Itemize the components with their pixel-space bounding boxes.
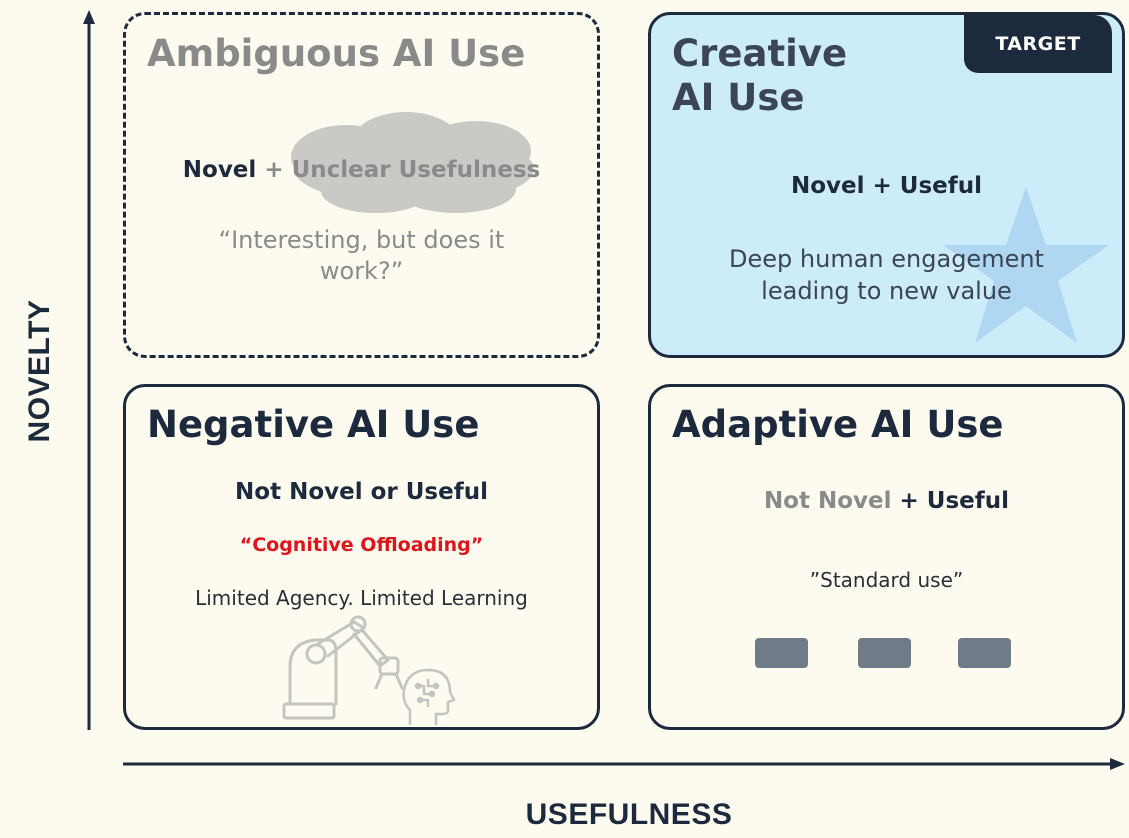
standard-block [958, 638, 1011, 668]
not-novel-text: Not Novel [763, 488, 892, 514]
quadrant-negative: Negative AI Use Not Novel or Useful “Cog… [123, 384, 600, 730]
cloud-icon [291, 112, 534, 213]
quadrant-subtitle: Not Novel or Useful [235, 479, 488, 505]
target-badge: TARGET [964, 15, 1112, 73]
x-axis-label: USEFULNESS [525, 798, 733, 831]
quadrant-subtitle: Not Novel + Useful [651, 488, 1122, 514]
quadrant-description: ”Standard use” [809, 568, 964, 592]
standard-block [858, 638, 911, 668]
quadrant-description: “Interesting, but does it work?” [218, 226, 505, 286]
cognitive-offloading-text: “Cognitive Offloading” [239, 534, 484, 556]
quadrant-description: Deep human engagement leading to new val… [729, 245, 1044, 306]
useful-text: + Useful [899, 488, 1010, 514]
novel-text: Novel [182, 157, 257, 183]
quadrant-title: Creative AI Use [672, 32, 847, 121]
quadrant-title: Negative AI Use [147, 403, 480, 446]
quadrant-description: Limited Agency. Limited Learning [195, 586, 528, 610]
title-line-1: Creative [672, 32, 848, 75]
star-icon [943, 187, 1109, 343]
unclear-usefulness-text: + Unclear Usefulness [264, 157, 541, 183]
quadrant-subtitle: Novel + Useful [790, 173, 983, 199]
quadrant-ambiguous: Ambiguous AI Use Novel + Unclear Usefuln… [123, 12, 600, 358]
x-axis-arrow [123, 758, 1125, 770]
standard-block [755, 638, 808, 668]
y-axis-arrow [83, 10, 95, 730]
quadrant-adaptive: Adaptive AI Use Not Novel + Useful ”Stan… [648, 384, 1125, 730]
quadrant-subtitle: Novel + Unclear Usefulness [126, 157, 597, 183]
robot-arm-icon [282, 615, 404, 720]
brain-head-icon [402, 668, 456, 726]
title-line-2: AI Use [672, 76, 805, 120]
quadrant-creative: Creative AI Use TARGET Novel + Useful De… [648, 12, 1125, 358]
y-axis-label: NOVELTY [23, 299, 56, 443]
quadrant-title: Ambiguous AI Use [147, 32, 526, 75]
quadrant-title: Adaptive AI Use [672, 403, 1004, 446]
